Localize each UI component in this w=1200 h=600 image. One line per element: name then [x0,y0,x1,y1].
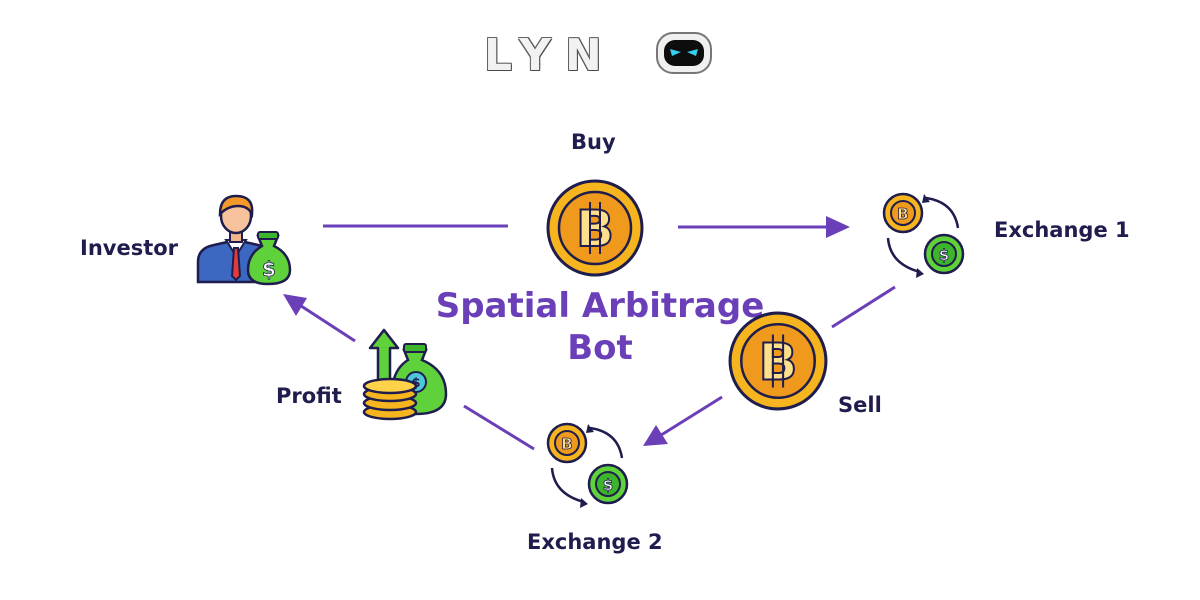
arrow-sell-to-exchange2 [657,395,723,439]
profit-label: Profit [276,384,342,408]
svg-text:B: B [759,333,798,392]
money-bag-coins-growth-icon: $ [362,328,448,421]
svg-text:B: B [561,435,572,453]
logo-text: LYN [484,30,616,81]
bitcoin-coin-icon: B [728,311,828,411]
crypto-exchange-icon: B $ [882,192,965,278]
svg-text:B: B [576,200,614,258]
diagram-title: Spatial Arbitrage Bot [380,285,820,369]
investor-with-money-bag-icon: $ [196,194,292,286]
arrowhead-exchange2 [643,425,668,446]
arrow-profit-to-investor [294,300,356,343]
svg-text:$: $ [939,246,949,264]
mask-o-icon [656,32,712,74]
title-line-1: Spatial Arbitrage [435,286,765,326]
investor-label: Investor [80,236,179,260]
arrowhead-exchange1 [826,216,850,238]
svg-text:$: $ [603,476,613,494]
line-exchange2-to-profit [463,404,535,451]
crypto-exchange-icon: B $ [546,422,629,508]
bitcoin-coin-icon: B [546,179,644,277]
buy-label: Buy [571,130,616,154]
arrowhead-investor [283,294,307,316]
title-line-2: Bot [567,328,633,368]
exchange2-label: Exchange 2 [527,530,663,554]
exchange1-label: Exchange 1 [994,218,1130,242]
svg-text:B: B [897,205,908,223]
line-exchange1-to-sell [831,285,896,329]
sell-label: Sell [838,393,882,417]
svg-text:$: $ [262,257,276,281]
